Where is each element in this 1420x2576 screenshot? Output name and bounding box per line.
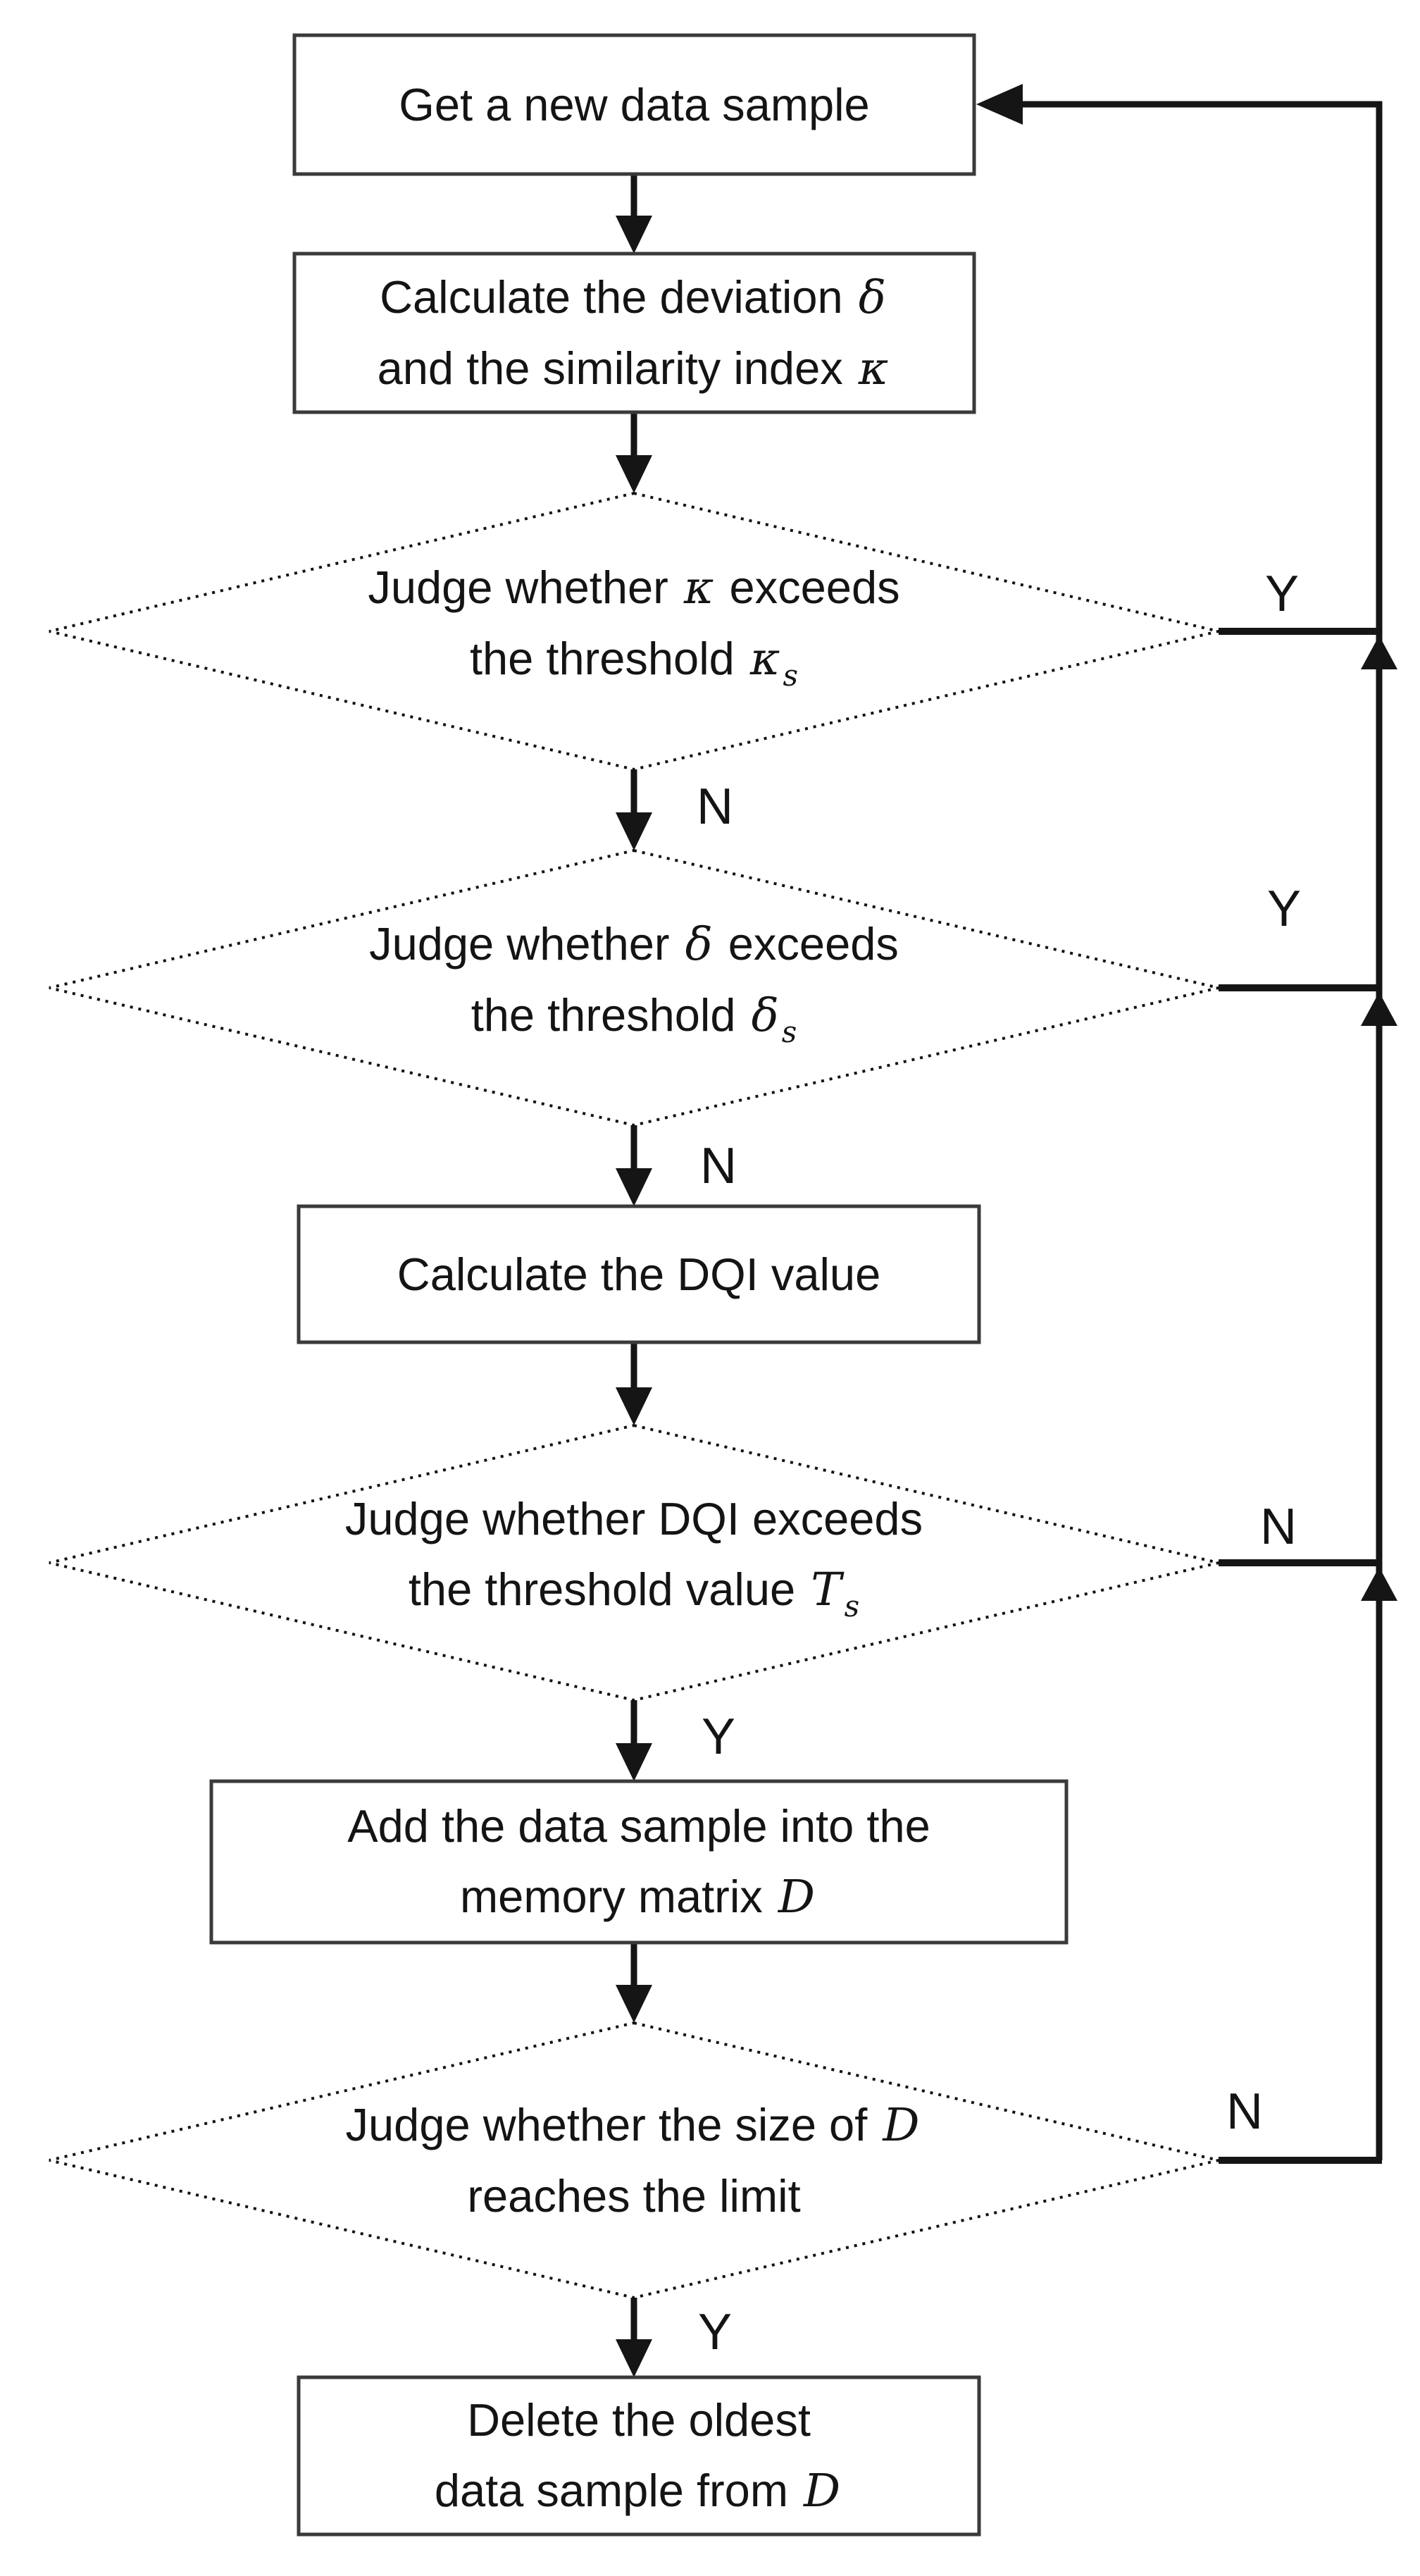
text-line: Get a new data sample <box>399 70 869 140</box>
branch-label-delta-no: N <box>700 1138 737 1194</box>
process-box-delete-oldest <box>297 2375 981 2537</box>
math-symbol-T: T <box>811 1563 842 1616</box>
branch-label-kappa-yes: Y <box>1264 566 1300 622</box>
text-segment: Judge whether the size of <box>345 2098 880 2150</box>
process-add-sample-text: Add the data sample into the memory matr… <box>211 1781 1066 1943</box>
text-line: Judge whether DQI exceeds <box>345 1484 923 1554</box>
text-segment: Judge whether DQI exceeds <box>344 1493 923 1544</box>
arrowhead-down-7 <box>616 1985 652 2023</box>
text-segment: Judge whether <box>368 561 681 613</box>
text-segment: Delete the oldest <box>467 2394 811 2446</box>
math-symbol-D: D <box>804 2465 841 2518</box>
text-segment: the threshold value <box>408 1563 809 1615</box>
arrowhead-down-1 <box>616 216 652 254</box>
decision-diamond-dqi <box>49 1423 1219 1702</box>
math-subscript-s: s <box>844 1589 860 1623</box>
branch-label-size-no: N <box>1226 2083 1263 2140</box>
math-symbol-delta: δ <box>858 271 886 324</box>
text-line: Delete the oldest <box>467 2385 811 2456</box>
process-calc-dqi-text: Calculate the DQI value <box>299 1206 979 1342</box>
text-segment: Get a new data sample <box>399 78 870 130</box>
decision-diamond-delta <box>49 848 1219 1127</box>
branch-label-dqi-yes: Y <box>701 1709 736 1765</box>
branch-label-delta-yes: Y <box>1266 881 1302 937</box>
text-segment: Add the data sample into the <box>347 1800 930 1852</box>
decision-diamond-kappa <box>49 491 1219 772</box>
process-delete-oldest-text: Delete the oldest data sample from D <box>299 2377 979 2534</box>
text-segment: data sample from <box>434 2465 802 2516</box>
arrowhead-left-into-get-sample <box>976 84 1023 125</box>
math-symbol-kappa: κ <box>749 632 780 686</box>
decision-size-text: Judge whether the size of D reaches the … <box>49 2023 1219 2298</box>
text-segment: memory matrix <box>460 1871 776 1922</box>
branch-label-kappa-no: N <box>697 779 733 835</box>
text-segment: exceeds <box>716 561 900 613</box>
text-line: Judge whether κ exceeds <box>368 552 899 624</box>
process-box-add-sample <box>209 1779 1069 1945</box>
text-line: Calculate the DQI value <box>397 1239 880 1310</box>
arrowhead-down-8 <box>616 2339 652 2377</box>
decision-dqi-text: Judge whether DQI exceeds the threshold … <box>49 1425 1219 1700</box>
text-segment: Calculate the deviation <box>380 271 856 323</box>
arrowhead-up-below-dqi-junction <box>1361 1567 1397 1601</box>
text-line: Judge whether δ exceeds <box>369 909 899 980</box>
text-segment: exceeds <box>715 917 899 970</box>
math-subscript-s: s <box>781 1014 797 1049</box>
branch-label-dqi-no: N <box>1260 1499 1297 1555</box>
text-line: memory matrix D <box>460 1862 818 1933</box>
decision-kappa-text: Judge whether κ exceeds the threshold κs <box>49 493 1219 769</box>
process-box-calc-dqi <box>297 1204 981 1344</box>
text-segment: the threshold <box>469 632 747 684</box>
text-line: the threshold value Ts <box>409 1554 859 1642</box>
text-line: Add the data sample into the <box>347 1791 930 1862</box>
process-get-sample-text: Get a new data sample <box>294 35 974 174</box>
math-symbol-D: D <box>883 2098 920 2152</box>
math-symbol-D: D <box>778 1871 815 1924</box>
branch-label-size-yes: Y <box>697 2304 733 2360</box>
text-line: the threshold κs <box>470 624 798 711</box>
text-segment: Calculate the DQI value <box>397 1248 881 1300</box>
process-box-get-sample <box>292 33 976 176</box>
math-symbol-delta: δ <box>751 989 779 1042</box>
math-symbol-kappa: κ <box>858 342 889 395</box>
decision-delta-text: Judge whether δ exceeds the threshold δs <box>49 850 1219 1125</box>
process-calc-deviation-text: Calculate the deviation δ and the simila… <box>294 254 974 412</box>
text-line: Judge whether the size of D <box>346 2090 923 2161</box>
decision-diamond-size <box>49 2021 1219 2300</box>
arrowhead-up-below-delta-junction <box>1361 992 1397 1026</box>
text-segment: reaches the limit <box>467 2169 801 2222</box>
process-box-calc-deviation <box>292 252 976 414</box>
text-line: and the similarity index κ <box>378 333 892 404</box>
math-subscript-s: s <box>783 657 799 693</box>
text-segment: and the similarity index <box>377 342 856 394</box>
math-symbol-kappa: κ <box>683 561 714 614</box>
arrowhead-down-2 <box>616 455 652 493</box>
text-segment: the threshold <box>471 989 749 1041</box>
math-symbol-delta: δ <box>685 917 713 971</box>
arrowhead-down-4 <box>616 1168 652 1206</box>
text-line: reaches the limit <box>467 2161 800 2231</box>
arrowhead-down-3 <box>616 812 652 850</box>
text-line: data sample from D <box>435 2456 843 2527</box>
text-line: the threshold δs <box>471 980 797 1067</box>
arrowhead-down-6 <box>616 1743 652 1781</box>
arrowhead-down-5 <box>616 1387 652 1425</box>
arrowhead-up-below-kappa-junction <box>1361 636 1397 669</box>
text-line: Calculate the deviation δ <box>380 262 889 333</box>
text-segment: Judge whether <box>369 917 683 970</box>
